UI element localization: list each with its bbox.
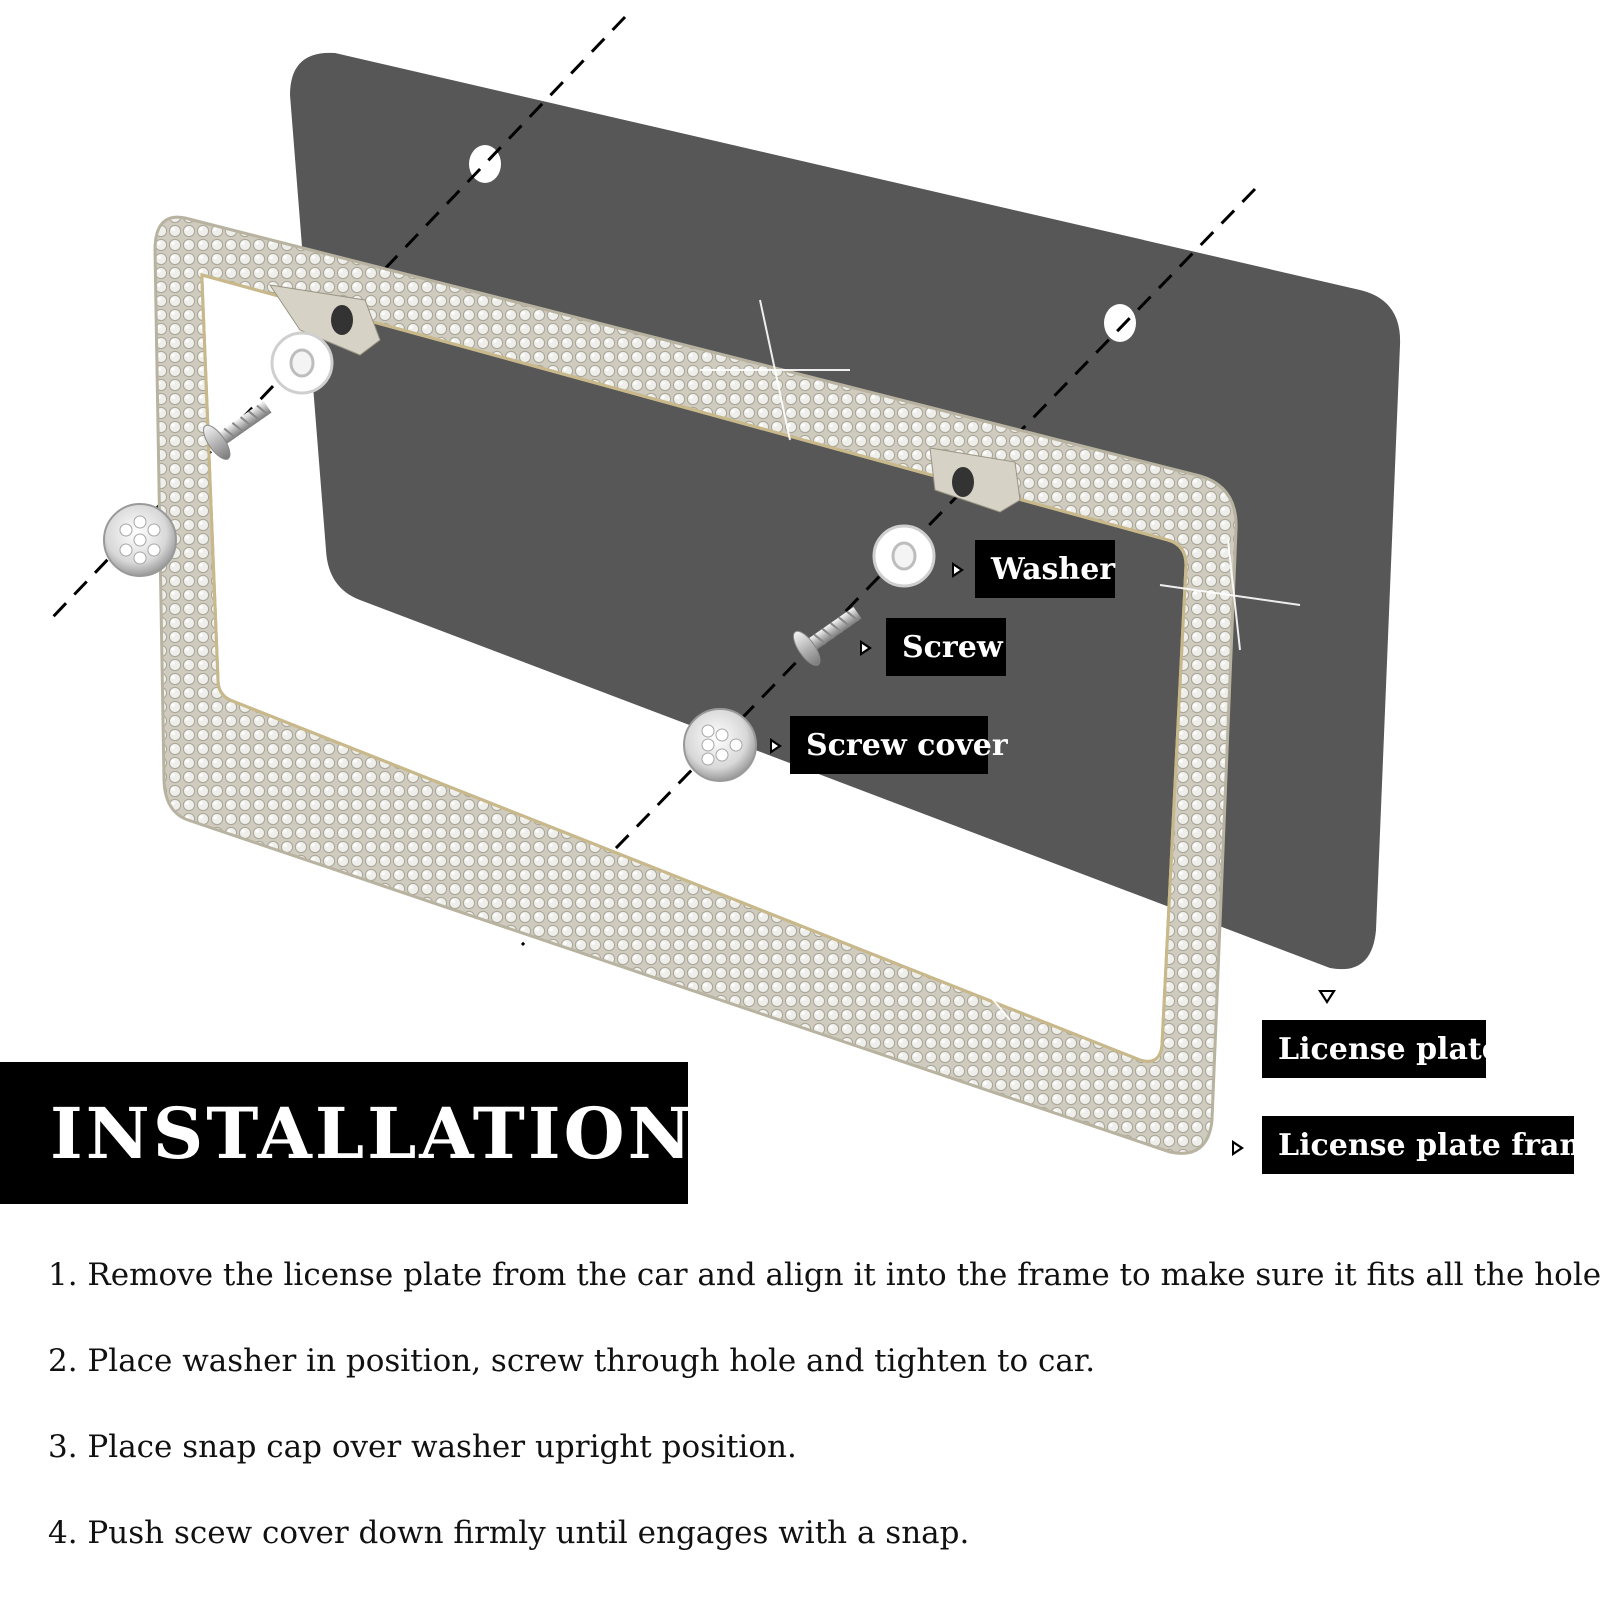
- screw-label: Screw: [886, 618, 1006, 676]
- screw-cover-icon: [683, 708, 757, 782]
- screw-icon: [793, 606, 862, 666]
- screw-cover-label: Screw cover: [790, 716, 1008, 774]
- installation-steps: 1. Remove the license plate from the car…: [48, 1255, 1600, 1599]
- screw-arrow-icon: [860, 640, 872, 656]
- screw-cover-arrow-icon: [770, 738, 782, 754]
- license-plate-frame-graphic: [153, 215, 1301, 1155]
- washer-icon: [872, 524, 936, 588]
- license-plate-label: License plate: [1262, 1020, 1501, 1078]
- license-plate-frame-arrow-icon: [1232, 1140, 1244, 1156]
- screw-icon: [203, 400, 272, 460]
- screw-cover-icon: [103, 503, 177, 577]
- step-4: 4. Push scew cover down firmly until eng…: [48, 1515, 970, 1551]
- step-1: 1. Remove the license plate from the car…: [48, 1257, 1600, 1293]
- license-plate-frame-label: License plate frame: [1262, 1116, 1600, 1174]
- step-2: 2. Place washer in position, screw throu…: [48, 1343, 1096, 1379]
- washer-arrow-icon: [952, 562, 964, 578]
- installation-title: INSTALLATION: [0, 1062, 692, 1204]
- washer-icon: [270, 331, 334, 395]
- license-plate-arrow-icon: [1318, 990, 1336, 1004]
- step-3: 3. Place snap cap over washer upright po…: [48, 1429, 797, 1465]
- washer-label: Washer: [975, 540, 1115, 598]
